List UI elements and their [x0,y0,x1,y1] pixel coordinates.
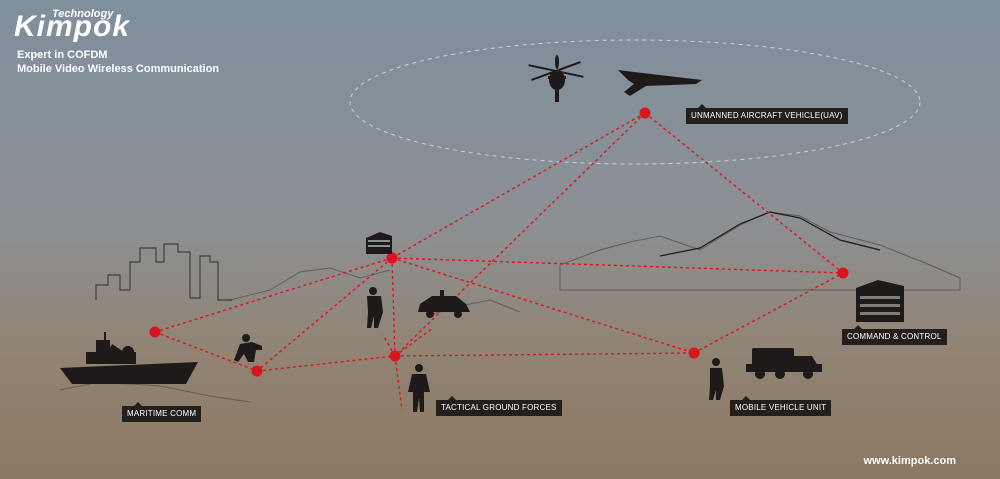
node-command [837,267,849,279]
crouching-soldier-icon [234,334,262,362]
node-uav [639,107,651,119]
vehicle-soldier-icon [709,358,724,400]
command-building-icon [856,280,904,322]
link-uav-hub [391,112,646,259]
link-tactical-stub-1 [394,327,434,357]
link-hub-maritime [154,257,393,333]
node-soldier [251,365,263,377]
link-soldier-tactical [256,355,396,372]
website-link[interactable]: www.kimpok.com [863,455,956,467]
city-skyline [95,243,232,301]
label-maritime: MARITIME COMM [122,402,202,422]
tagline-1: Expert in COFDM [17,49,108,61]
hills-left [229,267,391,301]
node-hub [386,252,398,264]
link-tactical-stub-3 [382,334,396,357]
truck-icon [746,348,822,379]
link-tactical-vehicle [394,352,695,357]
brand-sub: Technology [52,8,114,20]
label-uav: UNMANNED AIRCRAFT VEHICLE(UAV) [686,104,848,124]
uav-icon [618,70,702,96]
mountains-right-ridge [659,211,881,257]
helicopter-icon [528,55,584,102]
tagline-2: Mobile Video Wireless Communication [17,63,220,75]
label-command: COMMAND & CONTROL [842,325,947,345]
link-maritime-soldier [154,331,258,372]
link-hub-soldier [256,257,393,372]
node-maritime [149,326,161,338]
link-uav-command [644,112,844,274]
ship-icon [60,332,198,384]
soldier-icon [367,287,383,328]
node-vehicle [688,347,700,359]
label-vehicle: MOBILE VEHICLE UNIT [730,396,832,416]
node-tactical [389,350,401,362]
network-links [154,112,844,411]
brand-logo: Kimpok [14,10,131,43]
link-hub-tactical [391,257,396,357]
label-tactical: TACTICAL GROUND FORCES [436,396,562,416]
humvee-icon [418,290,470,318]
mountains-right [559,211,961,291]
hills-shore [59,381,251,403]
airspace-boundary [349,39,921,165]
link-vehicle-command [693,272,844,354]
tactical-soldier-icon [408,364,430,412]
link-uav-tactical [394,112,646,357]
link-hub-vehicle [391,257,695,354]
building-icon [366,232,392,254]
network-nodes [149,107,849,377]
